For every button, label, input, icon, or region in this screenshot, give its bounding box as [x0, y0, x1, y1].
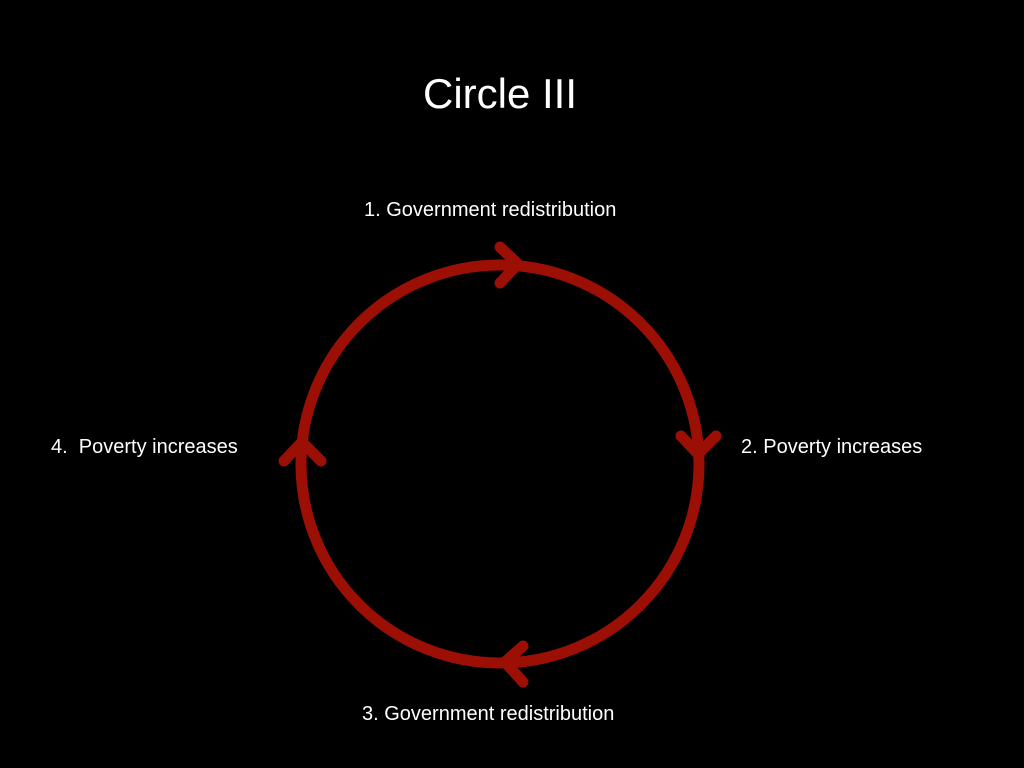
arrow-left-icon	[499, 640, 529, 688]
step-2-label: 2. Poverty increases	[741, 436, 923, 458]
cycle-circle	[295, 259, 705, 669]
slide-title: Circle III	[422, 70, 577, 117]
arrow-up-icon	[278, 436, 327, 467]
arrow-right-icon	[494, 241, 524, 289]
step-4-label: 4. Poverty increases	[51, 436, 238, 458]
step-1-label: 1. Government redistribution	[364, 199, 617, 221]
step-3-label: 3. Government redistribution	[362, 703, 615, 725]
arrow-down-icon	[675, 430, 722, 460]
